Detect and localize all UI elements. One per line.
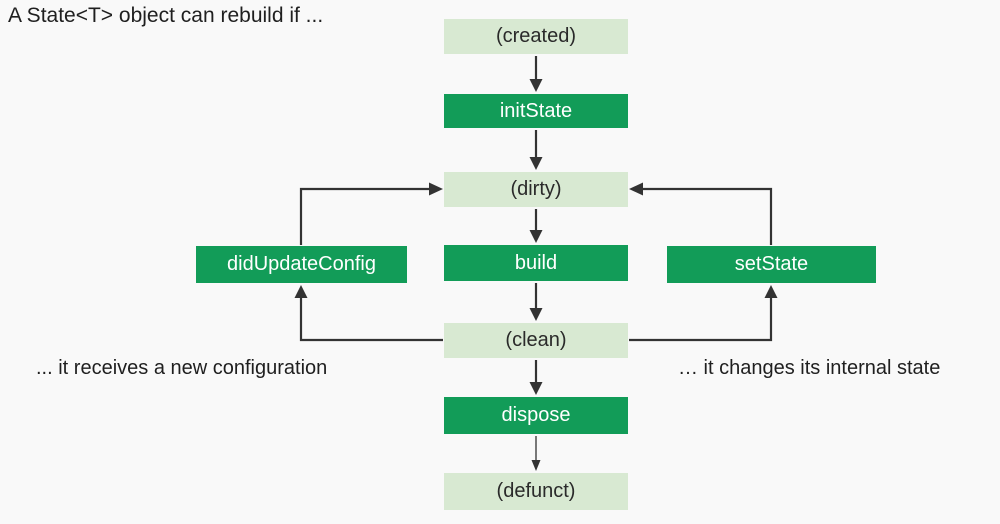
arrow-dirty-to-build <box>529 209 543 243</box>
arrow-clean-to-didupdateconfig <box>294 285 443 342</box>
node-initstate: initState <box>444 94 628 128</box>
node-setstate: setState <box>667 246 876 283</box>
caption-internal-state: … it changes its internal state <box>678 357 941 379</box>
node-clean: (clean) <box>444 323 628 358</box>
arrow-dispose-to-defunct <box>531 436 541 471</box>
node-dirty: (dirty) <box>444 172 628 207</box>
node-created: (created) <box>444 19 628 54</box>
caption-new-configuration: ... it receives a new configuration <box>36 357 328 379</box>
arrow-clean-to-dispose <box>529 360 543 395</box>
arrow-setstate-to-dirty <box>629 182 773 245</box>
arrow-didupdateconfig-to-dirty <box>299 182 443 245</box>
arrow-initstate-to-dirty <box>529 130 543 170</box>
arrow-created-to-initstate <box>529 56 543 92</box>
node-didupdateconfig: didUpdateConfig <box>196 246 407 283</box>
arrow-build-to-clean <box>529 283 543 321</box>
diagram-title: A State<T> object can rebuild if ... <box>8 4 324 27</box>
node-dispose: dispose <box>444 397 628 434</box>
node-defunct: (defunct) <box>444 473 628 510</box>
node-build: build <box>444 245 628 281</box>
arrow-clean-to-setstate <box>629 285 778 342</box>
